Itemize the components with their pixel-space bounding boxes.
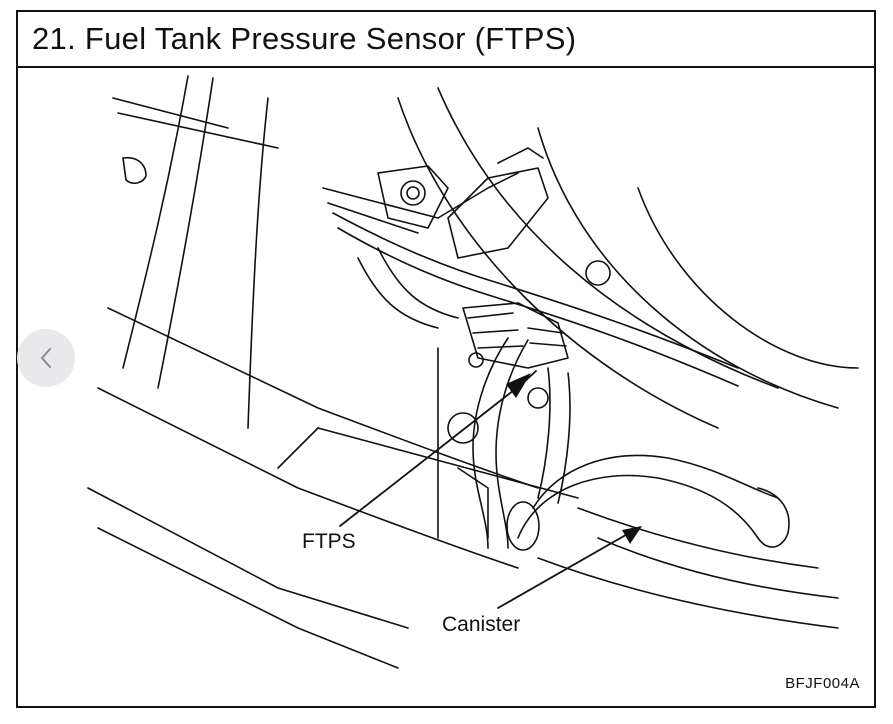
- title-bar: 21. Fuel Tank Pressure Sensor (FTPS): [18, 12, 874, 68]
- figure-frame: 21. Fuel Tank Pressure Sensor (FTPS): [16, 10, 876, 708]
- page-title: 21. Fuel Tank Pressure Sensor (FTPS): [32, 21, 577, 56]
- canister-callout-label: Canister: [442, 613, 521, 636]
- chevron-left-icon: [41, 348, 51, 368]
- previous-button[interactable]: [17, 329, 75, 387]
- fuel-tank-illustration: FTPS Canister: [18, 68, 874, 706]
- figure-code: BFJF004A: [785, 675, 860, 692]
- ftps-callout-label: FTPS: [302, 530, 356, 553]
